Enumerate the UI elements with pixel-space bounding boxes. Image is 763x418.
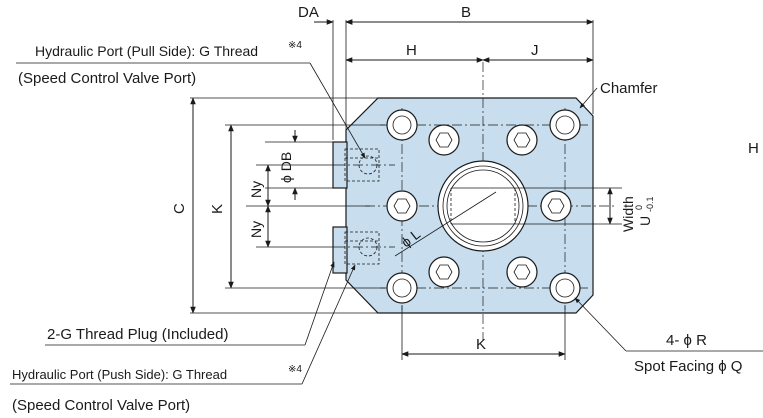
plug-label: 2-G Thread Plug (Included) [47, 326, 229, 343]
dim-U-tol-lower: -0.1 [645, 196, 655, 212]
dim-J-label: J [531, 42, 539, 59]
dim-C-label: C [171, 203, 188, 214]
port-pull-label: Hydraulic Port (Pull Side): G Thread [35, 43, 258, 59]
dim-phiDB-label: ϕ DB [278, 152, 294, 183]
dim-K-left-label: K [209, 204, 226, 214]
dim-U-label: U [637, 216, 653, 226]
dimension-lines [190, 19, 613, 357]
dim-B-label: B [461, 4, 471, 21]
port-pull-note: ※4 [288, 40, 302, 51]
dim-DA-label: DA [298, 4, 319, 21]
dim-H-label: H [406, 42, 417, 59]
port-push-label: Hydraulic Port (Push Side): G Thread [12, 367, 227, 382]
central-bore [437, 160, 529, 252]
holes-count-label: 4- ϕ R [666, 332, 707, 349]
leader-lines [10, 62, 763, 385]
dim-K-bottom-label: K [476, 336, 486, 353]
port-pull-subtitle: (Speed Control Valve Port) [18, 70, 196, 87]
port-push-note: ※4 [288, 364, 302, 375]
dim-Ny-lower-label: Ny [248, 221, 264, 238]
hex-socket-bolts [386, 124, 572, 288]
spot-facing-label: Spot Facing ϕ Q [634, 358, 742, 375]
edge-H-label: H [748, 140, 759, 157]
chamfer-label: Chamfer [600, 80, 658, 97]
dim-U-tol-upper: 0 [634, 205, 644, 210]
dim-Ny-upper-label: Ny [248, 181, 264, 198]
port-push-subtitle: (Speed Control Valve Port) [12, 397, 190, 414]
dim-width-label: Width [620, 196, 636, 232]
corner-mounting-holes [386, 109, 581, 304]
